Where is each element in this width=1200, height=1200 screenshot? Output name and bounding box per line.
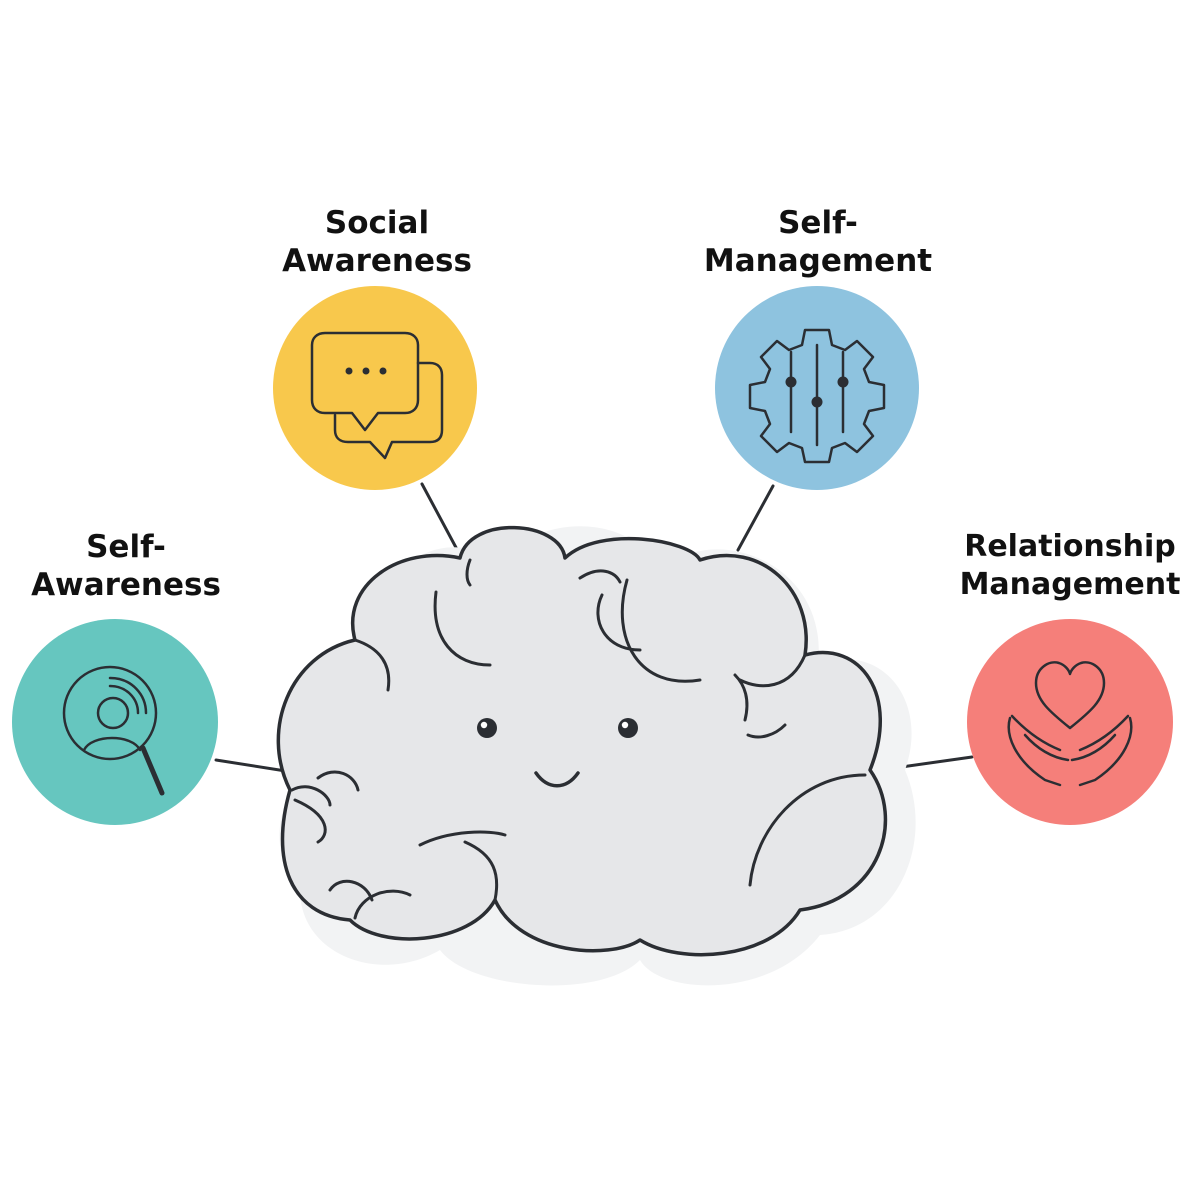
chat-bubbles-icon (310, 331, 444, 460)
connector-selfmgmt (736, 484, 775, 552)
left-eye-glint (480, 721, 488, 729)
right-eye-glint (621, 721, 629, 729)
label-social-awareness: Social Awareness (247, 204, 507, 280)
label-self-awareness: Self- Awareness (0, 528, 252, 604)
smile (534, 771, 580, 788)
connector-social (420, 482, 462, 557)
connector-selfaware (214, 758, 294, 774)
label-line: Social (324, 205, 430, 241)
node-circle-selfaware (12, 619, 218, 825)
label-relationship-management: Relationship Management (940, 528, 1200, 604)
label-line: Relationship (964, 529, 1176, 564)
node-self-management (715, 286, 919, 490)
label-line: Management (703, 243, 933, 279)
label-line: Management (959, 567, 1181, 602)
heart-hands-icon (1007, 661, 1133, 787)
person-magnifier-icon (62, 665, 165, 796)
label-line: Self- (778, 205, 858, 241)
node-self-awareness (12, 619, 218, 825)
left-eye (477, 718, 497, 738)
brain-outline (276, 525, 888, 957)
brain-face-icon (276, 525, 916, 986)
label-self-management: Self- Management (688, 204, 948, 280)
node-social-awareness (273, 286, 477, 490)
label-line: Self- (86, 529, 166, 565)
node-relationship-management (967, 619, 1173, 825)
label-line: Awareness (282, 243, 472, 279)
label-line: Awareness (31, 567, 221, 603)
brain-folds (290, 558, 867, 920)
node-circle-social (273, 286, 477, 490)
node-circle-relmgmt (967, 619, 1173, 825)
brain-face (477, 718, 638, 788)
right-eye (618, 718, 638, 738)
gear-sliders-icon (748, 328, 886, 464)
